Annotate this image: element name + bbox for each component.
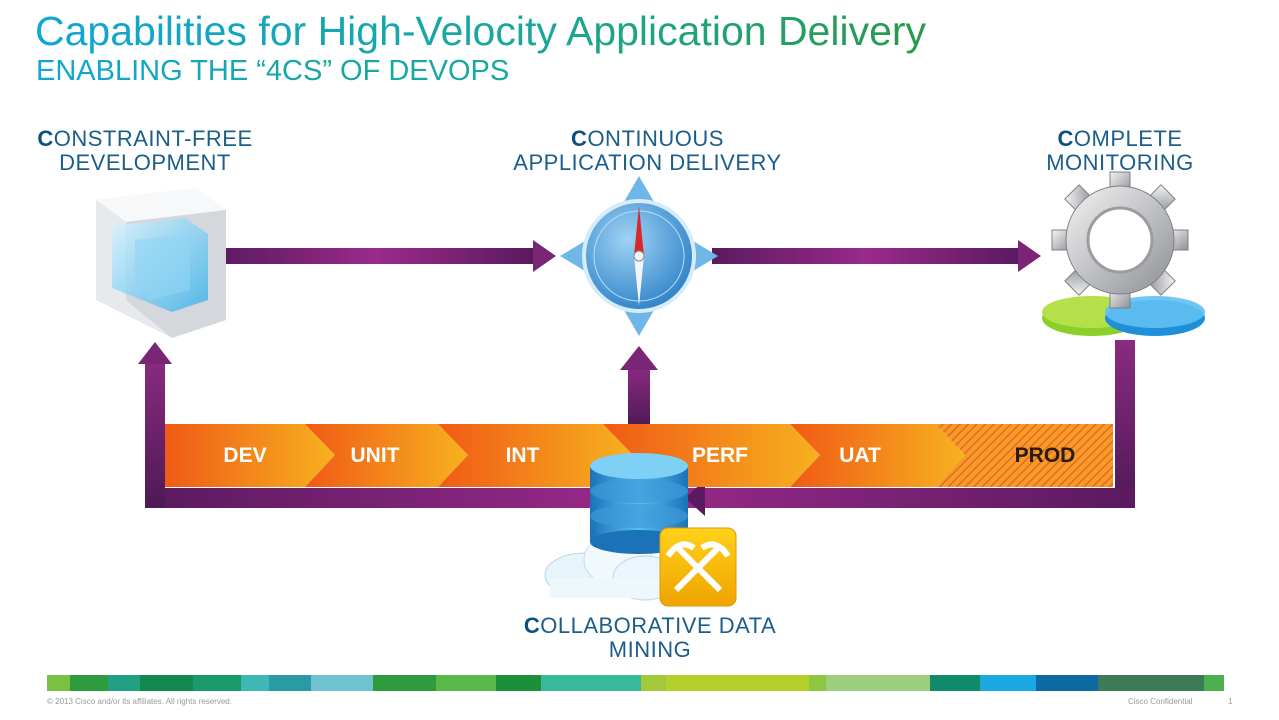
arrow-delivery-to-monitor: [712, 240, 1041, 272]
stage-prod: PROD: [1014, 444, 1076, 467]
stage-unit: UNIT: [350, 444, 400, 467]
compass-icon: [560, 176, 718, 336]
page-title: Capabilities for High-Velocity Applicati…: [35, 8, 927, 54]
label-complete-monitoring: COMPLETE MONITORING: [1046, 126, 1194, 175]
stage-uat: UAT: [839, 444, 881, 467]
footer-copyright: © 2013 Cisco and/or its affiliates. All …: [47, 697, 232, 706]
label-collaborative-data-mining: COLLABORATIVE DATA MINING: [523, 613, 777, 662]
arrow-dev-to-delivery: [215, 240, 556, 272]
footer-page-number: 1: [1228, 697, 1233, 706]
page-subtitle: ENABLING THE “4CS” OF DEVOPS: [36, 55, 510, 87]
gear-icon: [1042, 171, 1205, 336]
pickaxe-icon: [659, 527, 737, 607]
stage-dev: DEV: [223, 444, 267, 467]
footer-color-strip: [47, 675, 1224, 691]
cloud-icon: [544, 533, 678, 601]
footer-confidential: Cisco Confidential: [1128, 697, 1193, 706]
database-cloud-pickaxe-icon: [544, 453, 737, 607]
pipeline-bar: [165, 424, 1113, 487]
glass-cube-icon: [96, 188, 226, 338]
label-constraint-free-development: CONSTRAINT-FREE DEVELOPMENT: [37, 126, 253, 175]
stage-perf: PERF: [691, 444, 748, 467]
label-continuous-application-delivery: CONTINUOUS APPLICATION DELIVERY: [513, 126, 782, 175]
stage-int: INT: [505, 444, 540, 467]
